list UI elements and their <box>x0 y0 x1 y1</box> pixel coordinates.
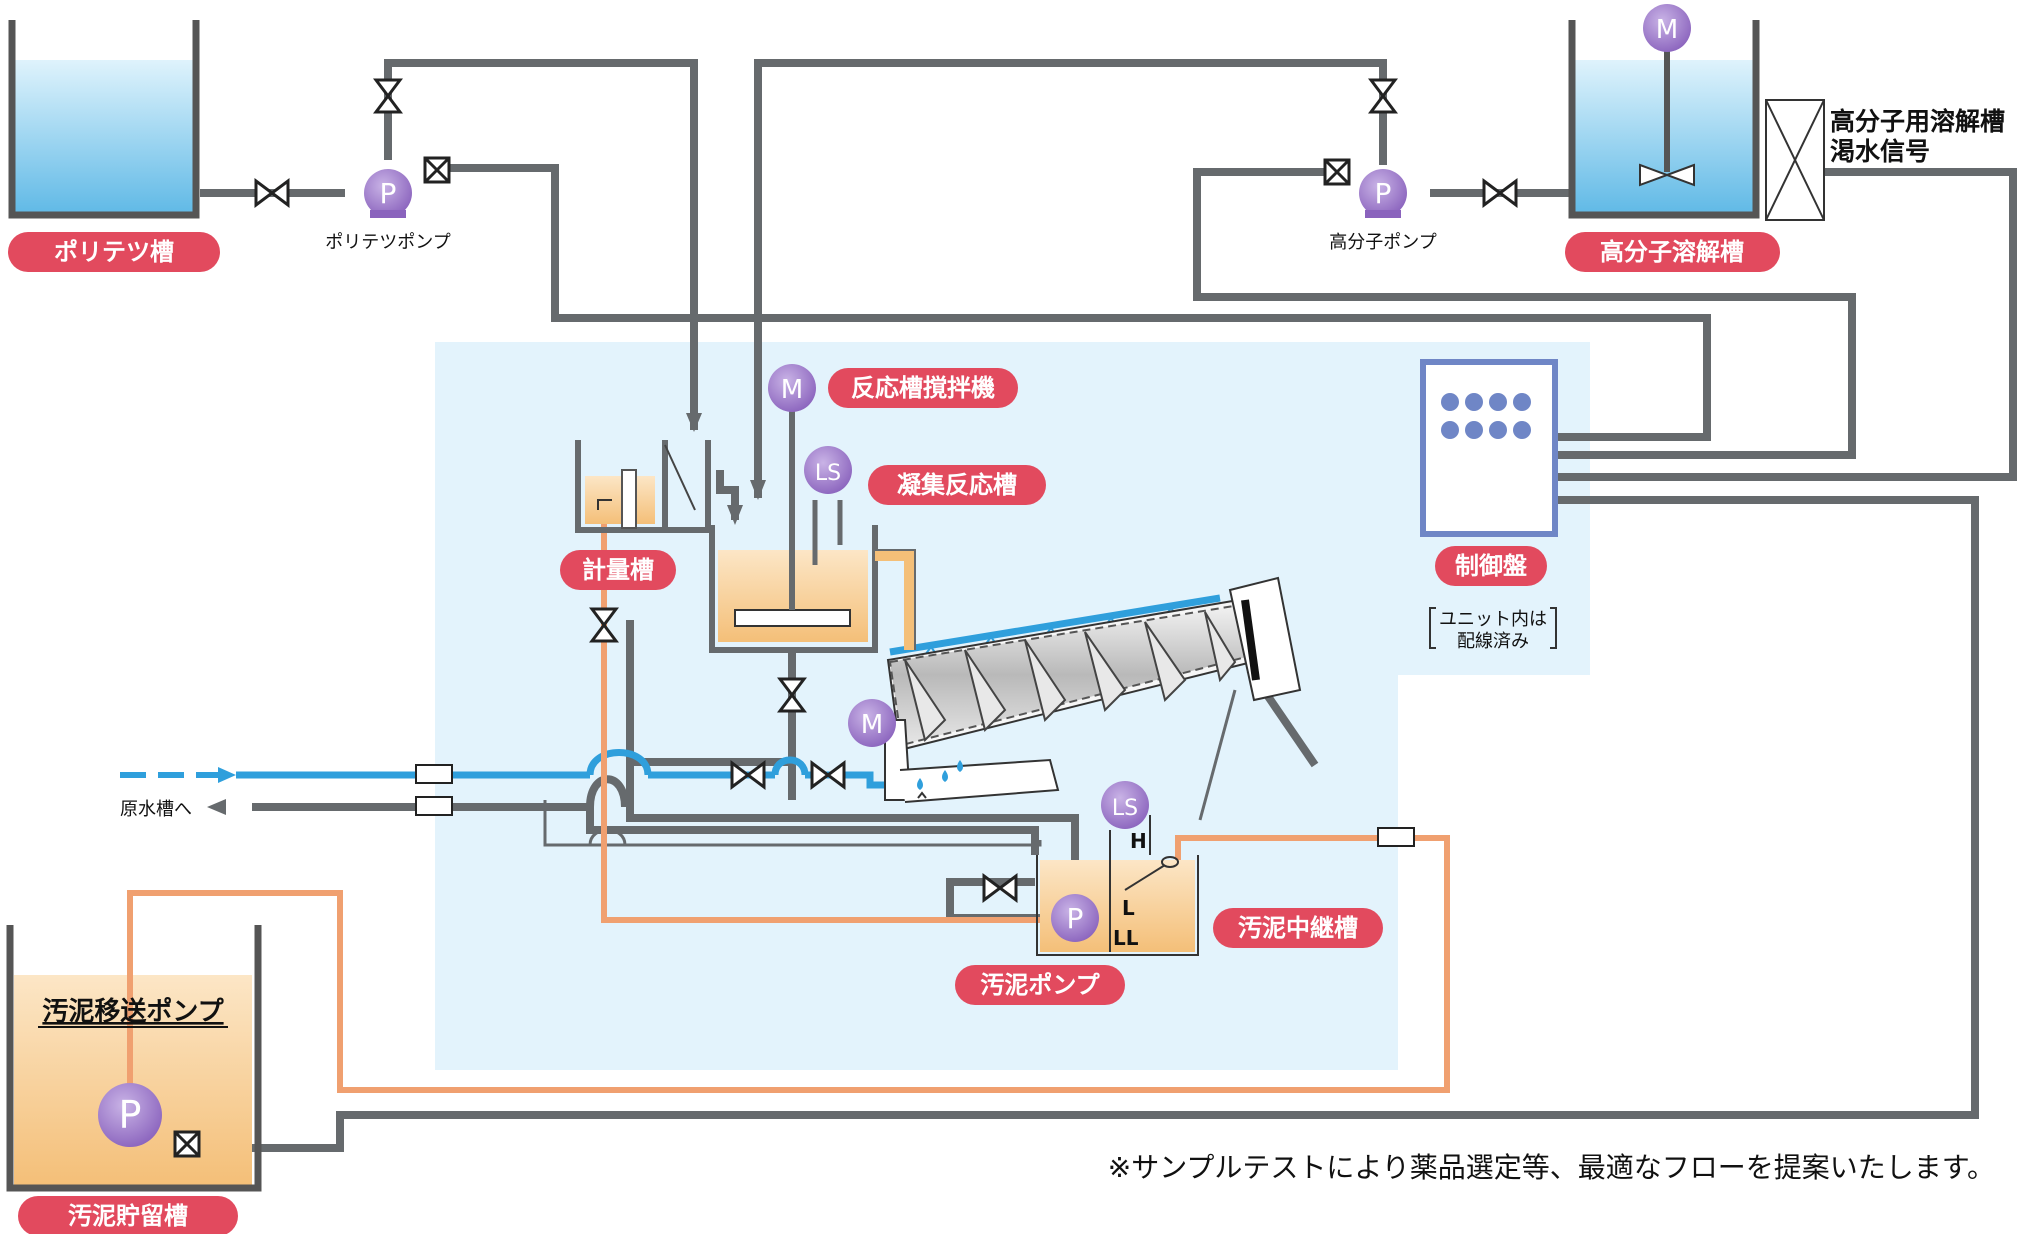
label-polymer-tank: 高分子溶解槽 <box>1600 238 1744 266</box>
polymer-signal-line1: 高分子用溶解槽 <box>1830 107 2005 136</box>
instruments[interactable]: P P P P M M M LS <box>98 4 1691 1147</box>
level-switch-symbol: LS <box>1112 796 1138 821</box>
gray-pipes <box>190 59 2017 1152</box>
label-metering-tank: 計量槽 <box>582 556 654 584</box>
pump-icon: P <box>1359 169 1407 218</box>
valve-icon <box>777 677 807 713</box>
valve-icon <box>254 178 290 208</box>
valves[interactable] <box>173 78 1518 1158</box>
label-polytetsu-pump: ポリテツポンプ <box>325 232 450 253</box>
pump-icon: P <box>364 169 412 218</box>
motor-icon: M <box>848 699 896 747</box>
valve-icon <box>810 760 846 790</box>
level-ll: LL <box>1113 926 1139 950</box>
coagulation-tank <box>709 400 916 653</box>
label-pills: ポリテツ槽 高分子溶解槽 反応槽撹拌機 凝集反応槽 計量槽 制御盤 汚泥中継槽 … <box>8 232 1780 1234</box>
label-sludge-transfer-pump: 汚泥移送ポンプ <box>42 996 224 1027</box>
label-coagulation-tank: 凝集反応槽 <box>897 471 1017 499</box>
motor-symbol: M <box>861 710 883 740</box>
pump-icon: P <box>1051 894 1099 942</box>
level-l: L <box>1122 896 1135 920</box>
check-valve-icon <box>423 156 451 184</box>
screw-press <box>884 576 1302 803</box>
pump-symbol: P <box>1375 177 1392 210</box>
label-control-panel: 制御盤 <box>1455 552 1528 580</box>
valve-icon <box>1368 78 1398 114</box>
motor-icon: M <box>1643 4 1691 52</box>
valve-icon <box>730 760 766 790</box>
pump-symbol: P <box>380 177 397 210</box>
level-h: H <box>1130 829 1147 853</box>
level-switch-symbol: LS <box>815 461 841 486</box>
unit-note: ユニット内は 配線済み <box>1429 607 1557 652</box>
polymer-tank <box>1568 20 1825 221</box>
raw-water-pipe <box>120 594 1221 789</box>
valve-icon <box>373 78 403 114</box>
label-sludge-pump: 汚泥ポンプ <box>980 971 1100 999</box>
metering-tank <box>575 440 711 533</box>
label-sludge-relay-tank: 汚泥中継槽 <box>1238 914 1358 942</box>
label-polymer-pump: 高分子ポンプ <box>1329 232 1436 253</box>
check-valve-icon <box>1323 158 1351 186</box>
label-sludge-storage-tank: 汚泥貯留槽 <box>68 1202 188 1230</box>
valve-icon <box>589 607 619 643</box>
label-polytetsu-tank: ポリテツ槽 <box>54 238 174 266</box>
motor-symbol: M <box>1656 15 1678 45</box>
motor-icon: M <box>768 364 816 412</box>
level-switch-icon: LS <box>1101 781 1149 829</box>
valve-icon <box>982 873 1018 903</box>
control-panel[interactable] <box>1420 359 1558 537</box>
valve-icon <box>1482 178 1518 208</box>
motor-symbol: M <box>781 375 803 405</box>
polymer-signal-line2: 渇水信号 <box>1830 137 1930 166</box>
sludge-storage-tank <box>6 895 262 1192</box>
label-reaction-mixer: 反応槽撹拌機 <box>851 374 995 402</box>
polytetsu-tank <box>8 20 200 219</box>
footnote: ※サンプルテストにより薬品選定等、最適なフローを提案いたします。 <box>1108 1151 1995 1184</box>
label-raw-water: 原水槽へ <box>120 799 192 820</box>
unit-note-line2: 配線済み <box>1457 631 1529 652</box>
pump-symbol: P <box>1067 902 1084 935</box>
pump-symbol: P <box>119 1093 142 1137</box>
check-valve-icon <box>173 1130 201 1158</box>
level-switch-icon: LS <box>804 446 852 494</box>
pump-icon: P <box>98 1083 162 1147</box>
unit-note-line1: ユニット内は <box>1439 609 1547 630</box>
